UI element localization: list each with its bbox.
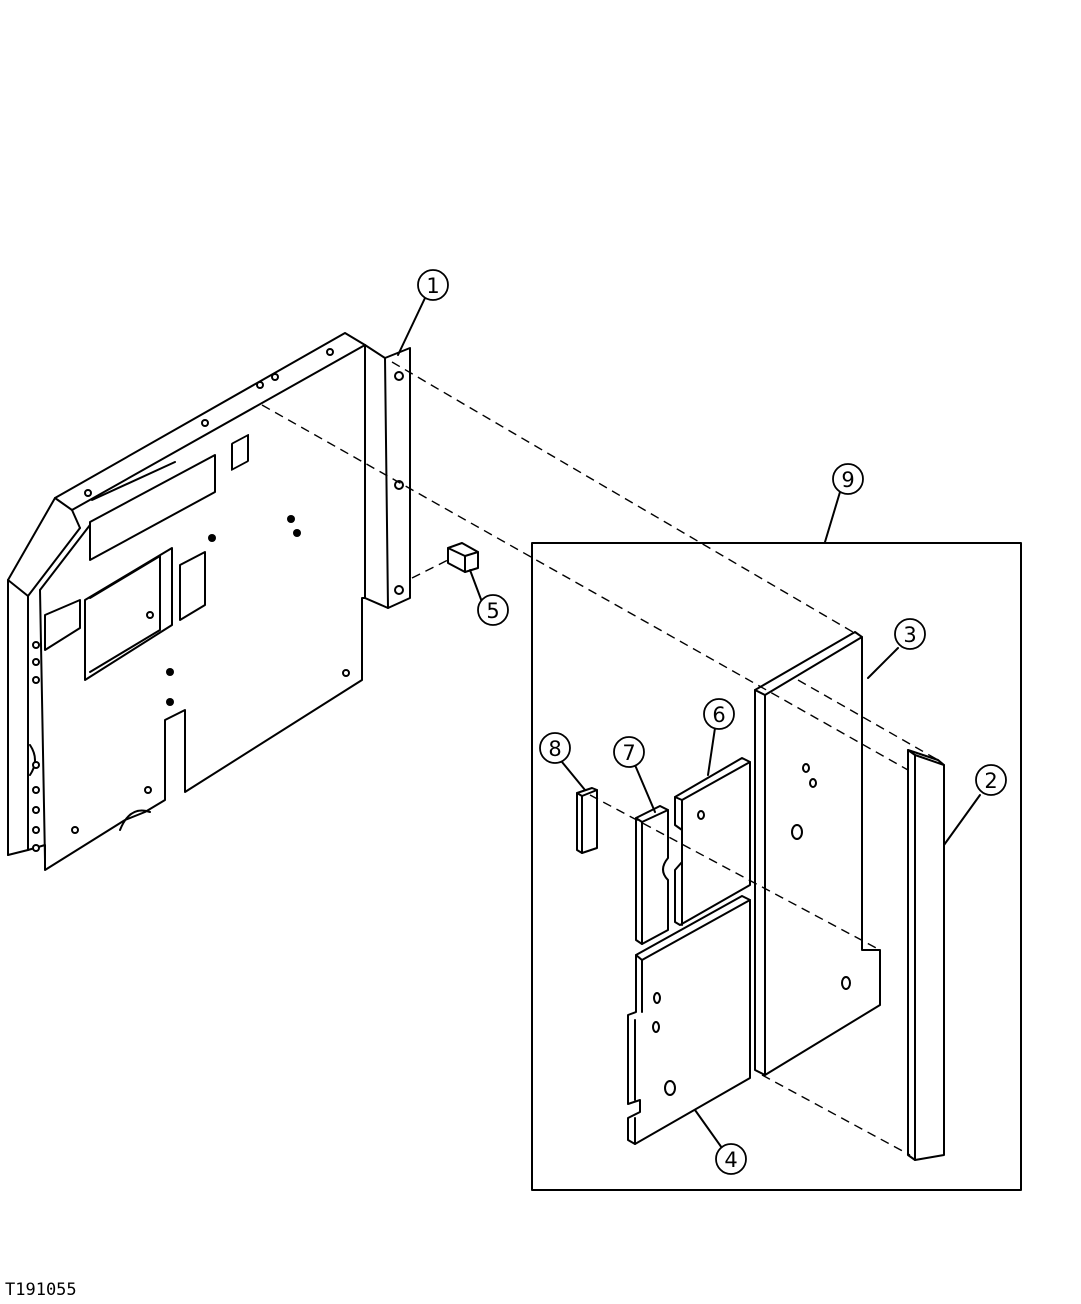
- kit-frame: [531, 542, 1022, 1191]
- part-3-pad: [754, 631, 881, 1076]
- callout-9-label: 9: [841, 468, 854, 492]
- callout-6-label: 6: [712, 703, 725, 727]
- callout-5-label: 5: [486, 599, 499, 623]
- part-8-block: [576, 787, 598, 854]
- part-7-strip: [635, 805, 669, 945]
- callout-6: 6: [703, 698, 735, 730]
- alignment-lines: [261, 361, 939, 1156]
- callout-2-label: 2: [984, 769, 997, 793]
- main-side-panel: [7, 332, 366, 871]
- panel-channel: [364, 344, 411, 609]
- callout-7: 7: [613, 736, 645, 768]
- callout-5: 5: [477, 594, 509, 626]
- part-4-pad: [627, 895, 751, 1145]
- callout-7-label: 7: [622, 741, 635, 765]
- callout-9: 9: [832, 463, 864, 495]
- callout-3: 3: [894, 618, 926, 650]
- callout-4-label: 4: [724, 1148, 737, 1172]
- callout-4: 4: [715, 1143, 747, 1175]
- part-2-strip: [907, 749, 945, 1161]
- leader-lines: [397, 297, 981, 1149]
- callout-3-label: 3: [903, 623, 916, 647]
- callout-1-label: 1: [426, 274, 439, 298]
- figure-id: T191055: [5, 1280, 77, 1300]
- callout-8: 8: [539, 732, 571, 764]
- callout-1: 1: [417, 269, 449, 301]
- callout-2: 2: [975, 764, 1007, 796]
- part-5-block: [447, 542, 479, 573]
- part-6-pad: [674, 757, 751, 926]
- panel-fasteners: [32, 348, 350, 852]
- callout-8-label: 8: [548, 737, 561, 761]
